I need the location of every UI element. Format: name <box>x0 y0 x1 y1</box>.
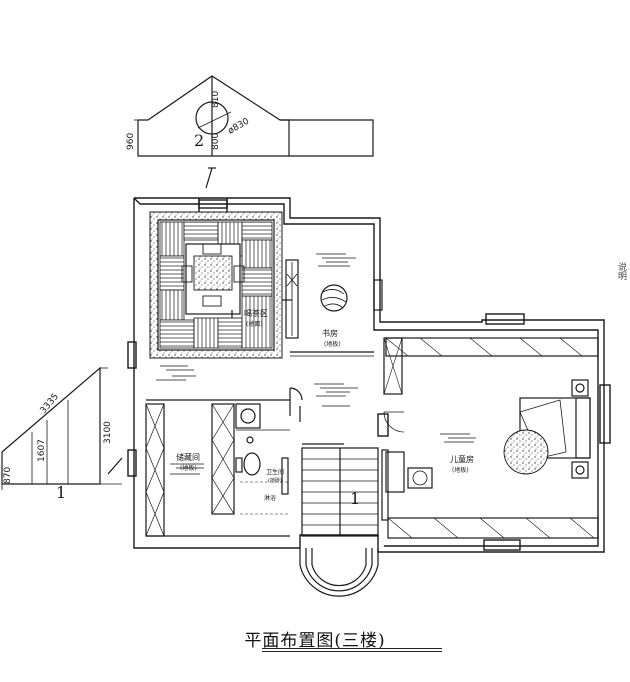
toilet-floor-label: (地砖) <box>268 477 282 484</box>
storage-label: 储藏间 <box>176 452 200 462</box>
staircase <box>301 443 389 537</box>
storage-floor-label: (地板) <box>180 464 197 472</box>
shower-label: 淋浴 <box>264 494 276 502</box>
hall <box>156 365 405 433</box>
study-label: 书房 <box>322 328 338 338</box>
study-floor-label: (地板) <box>324 340 341 348</box>
tearoom-floor-label: (地面) <box>246 320 263 328</box>
tearoom-label: 喝茶区 <box>244 308 268 318</box>
tea-room <box>149 211 292 359</box>
elevation-2-dim-diameter: ø830 <box>227 116 252 136</box>
toilet-label: 卫生间 <box>266 468 284 476</box>
kids-room-label: 儿童房 <box>450 454 474 464</box>
elevation-2-dim-bottom: 800 <box>211 133 221 150</box>
elevation-1-dim-right: 3100 <box>103 421 113 444</box>
study <box>285 253 383 357</box>
bay-window <box>299 548 379 597</box>
elevation-1-dim-mid: 1607 <box>37 439 47 462</box>
elevation-2-sketch <box>134 75 374 189</box>
outer-walls <box>127 197 611 553</box>
elevation-1-sketch <box>1 366 123 490</box>
elevation-1-dim-left: 870 <box>3 467 13 484</box>
elevation-2-dim-top: 810 <box>211 91 221 108</box>
storage <box>145 399 290 537</box>
side-note: 说明 <box>616 262 626 280</box>
title-underline-2 <box>262 651 442 652</box>
kids-room <box>383 337 599 539</box>
toilet <box>235 403 290 515</box>
elevation-1-number: 1 <box>56 483 66 502</box>
title-underline <box>262 648 442 649</box>
kids-room-floor-label: (地板) <box>452 466 469 474</box>
stair-number: 1 <box>350 489 360 508</box>
elevation-2-dim-height: 960 <box>126 133 136 150</box>
elevation-2-number: 2 <box>194 131 204 150</box>
drawing-title: 平面布置图(三楼) <box>244 631 386 651</box>
